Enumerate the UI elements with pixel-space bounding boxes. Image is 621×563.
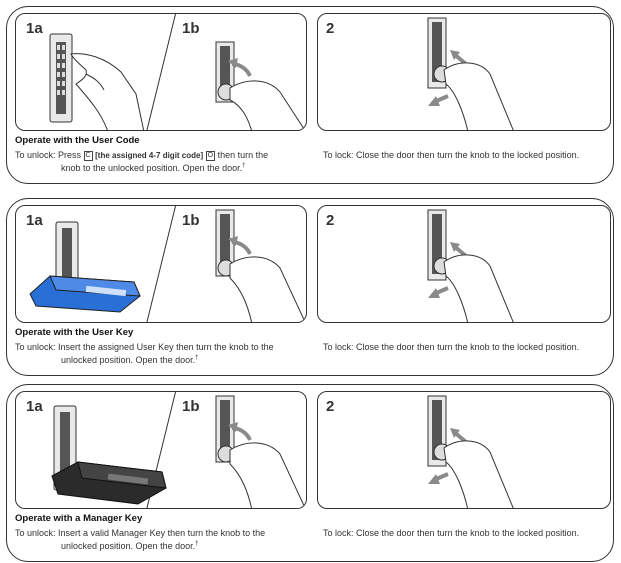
dagger: † xyxy=(195,355,199,361)
lock-instructions: To lock: Close the door then turn the kn… xyxy=(323,150,580,160)
unlock-instructions: To unlock: Press C [the assigned 4-7 dig… xyxy=(15,150,269,173)
illustration-lock xyxy=(427,17,514,130)
section-user-code: 1a 1b 2 Operate with the User Code To un… xyxy=(6,6,614,184)
step-label-2: 2 xyxy=(326,398,335,415)
illustration-user-code-unlock xyxy=(49,14,306,130)
unlock-instructions: To unlock: Insert a valid Manager Key th… xyxy=(15,528,266,551)
unlock-instructions: To unlock: Insert the assigned User Key … xyxy=(15,342,274,365)
panel-lock-step: 2 xyxy=(317,205,611,323)
illustration-lock xyxy=(427,209,514,322)
section-title: Operate with the User Key xyxy=(15,327,134,338)
dagger: † xyxy=(195,541,199,547)
step-label-1b: 1b xyxy=(182,20,200,37)
step-label-2: 2 xyxy=(326,20,335,37)
step-label-2: 2 xyxy=(326,212,335,229)
step-label-1a: 1a xyxy=(26,20,43,37)
panel-lock-step: 2 xyxy=(317,391,611,509)
dagger: † xyxy=(242,163,246,169)
step-label-1a: 1a xyxy=(26,398,43,415)
step-label-1b: 1b xyxy=(182,212,200,229)
illustration-manager-key-unlock xyxy=(51,392,306,508)
illustration-user-key-unlock xyxy=(29,206,306,322)
lock-instructions: To lock: Close the door then turn the kn… xyxy=(323,528,580,538)
enter-key-icon: O xyxy=(205,151,216,161)
clear-key-icon: C xyxy=(83,151,93,161)
section-manager-key: 1a 1b 2 Operate with a Manager Key To un… xyxy=(6,384,614,562)
lock-instructions: To lock: Close the door then turn the kn… xyxy=(323,342,580,352)
panel-unlock-steps: 1a 1b xyxy=(15,391,307,509)
section-title: Operate with a Manager Key xyxy=(15,513,143,524)
panel-unlock-steps: 1a 1b xyxy=(15,205,307,323)
step-label-1b: 1b xyxy=(182,398,200,415)
panel-unlock-steps: 1a 1b xyxy=(15,13,307,131)
step-label-1a: 1a xyxy=(26,212,43,229)
section-user-key: 1a 1b 2 Operate with the User Key To unl… xyxy=(6,198,614,376)
panel-lock-step: 2 xyxy=(317,13,611,131)
section-title: Operate with the User Code xyxy=(15,135,140,146)
code-text: [the assigned 4-7 digit code] xyxy=(95,151,204,160)
illustration-lock xyxy=(427,395,514,508)
